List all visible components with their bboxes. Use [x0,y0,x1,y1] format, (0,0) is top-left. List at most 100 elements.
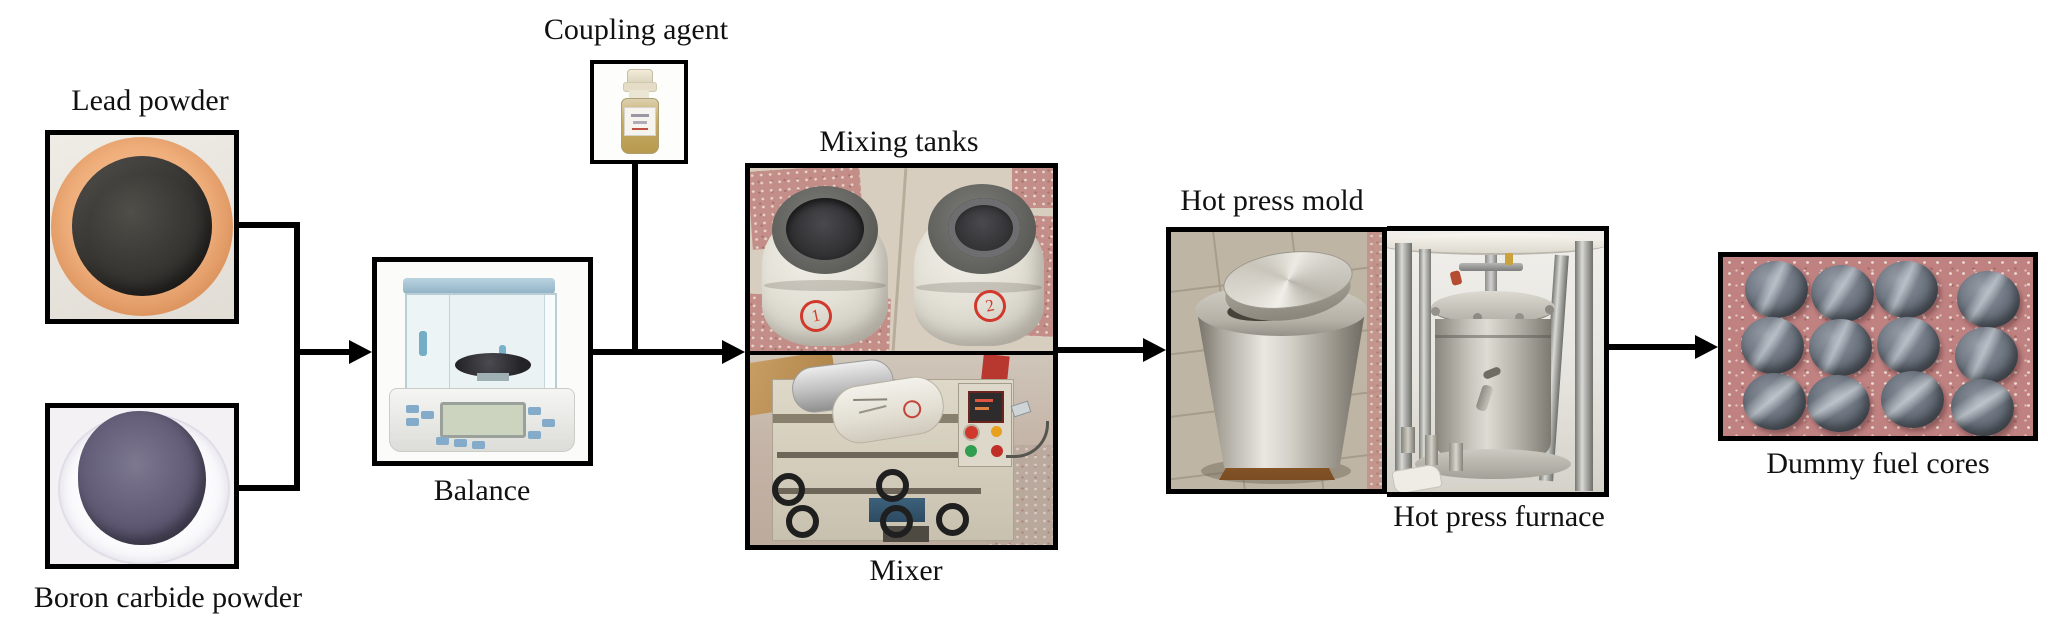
tank-2-ridge [916,282,1042,293]
connector-vertical-join [294,222,300,491]
mixer-label: Mixer [869,554,943,587]
balance-key [406,418,419,426]
furnace-lid-clamp [1515,313,1524,322]
mixing-tank-1: 1 [758,178,898,348]
lead-powder-label: Lead powder [71,84,229,117]
coupling-label-text-line [631,114,649,117]
arrow-to-cores-head [1695,335,1718,359]
balance-key [528,407,541,415]
fuel-core [1947,374,2018,436]
balance-key [436,437,449,445]
panel-button-green [965,445,977,457]
furnace-fitting [1449,443,1463,471]
balance-glass-chamber [405,293,557,395]
lead-powder-photo [45,130,239,324]
furnace-valve-crossbar [1459,263,1523,271]
balance-top-frame [403,278,555,294]
arrow-to-cores-stem [1607,344,1695,350]
fuel-core [1809,319,1872,376]
mixing-tanks-mixer-frame: 1 2 [745,163,1058,550]
panel-button-red [965,426,978,439]
fuel-core [1807,260,1878,327]
mixer-hand-wheel [936,503,969,536]
balance-photo [372,257,593,466]
panel-button-red-2 [991,445,1003,457]
mixing-tank-2: 2 [908,174,1053,348]
fuel-core-grid [1723,257,2033,436]
panel-button-yellow [991,426,1002,437]
display-digits [975,399,993,402]
hot-press-furnace-label: Hot press furnace [1393,500,1605,533]
mixer-hand-wheel [786,505,819,538]
mixer-rail-upper [777,452,977,458]
arrow-to-mixer-stem [590,349,722,355]
mixing-tanks-photo: 1 2 [750,168,1053,351]
balance-key [454,439,467,447]
arrow-to-hot-press-head [1143,338,1166,362]
furnace-valve-stem [1485,255,1497,291]
fuel-core [1875,261,1938,318]
balance-key [528,431,541,439]
tank-1-ridge [764,280,886,291]
furnace-valve-knob-yellow [1505,253,1513,265]
balance-glass-left-panel [407,295,450,393]
furnace-lid-clamp [1545,305,1554,314]
furnace-fitting [1425,435,1438,465]
fuel-core [1873,312,1944,379]
mold-cylinder-body [1196,310,1366,468]
fuel-core [1953,266,2024,333]
jar-scribble-line [853,398,888,401]
balance-glass-right-edge [544,295,555,393]
balance-door-handle [419,331,427,356]
mixer-control-panel [958,383,1012,467]
connector-coupling-agent [632,160,638,352]
tank-2-opening [948,198,1020,258]
jar-scribble-line [858,405,887,414]
display-digits [975,407,989,410]
arrow-to-hot-press-stem [1056,347,1143,353]
boron-carbide-powder-photo [45,403,239,569]
furnace-lid-clamp [1431,307,1440,316]
furnace-lid-clamp [1473,313,1482,322]
furnace-base-flange [1415,449,1571,479]
panel-display [968,391,1004,423]
balance-base [389,388,575,452]
lead-powder-pile [72,156,212,296]
coupling-agent-label: Coupling agent [543,13,729,46]
fuel-core [1743,373,1806,430]
fuel-core [1881,371,1944,428]
balance-key [542,419,555,427]
furnace-top-plate [1387,233,1604,255]
connector-boron-powder [239,485,300,491]
arrow-to-balance-head [349,340,372,364]
furnace-fitting [1401,427,1415,453]
hot-press-mold-photo [1166,227,1387,494]
coupling-bottle-label [624,107,656,136]
mixing-tanks-label: Mixing tanks [819,125,979,158]
balance-key [421,411,434,419]
furnace-vessel-seam [1435,335,1551,338]
dummy-fuel-cores-photo [1718,252,2038,441]
mixer-photo [750,355,1053,545]
hot-press-furnace-photo [1387,226,1609,497]
jar-scribble [901,398,923,420]
hot-press-mold-label: Hot press mold [1180,184,1364,217]
coupling-label-text-line [633,121,647,124]
mixer-hand-wheel [880,505,913,538]
boron-carbide-powder-label: Boron carbide powder [33,581,303,614]
fuel-core [1803,370,1874,436]
tank-1-opening [786,198,864,260]
balance-label: Balance [433,474,531,507]
arrow-to-balance-stem [294,349,349,355]
fuel-core [1955,327,2018,384]
fuel-core [1745,261,1808,318]
mold-floor-granite-edge [1367,232,1382,489]
frame-divider [750,351,1053,355]
balance-key [472,441,485,449]
furnace-column-left-outer [1395,243,1412,487]
boron-powder-pile [78,411,206,545]
dummy-fuel-cores-label: Dummy fuel cores [1766,447,1990,480]
furnace-column-right-outer [1575,241,1593,491]
balance-key [406,405,419,413]
